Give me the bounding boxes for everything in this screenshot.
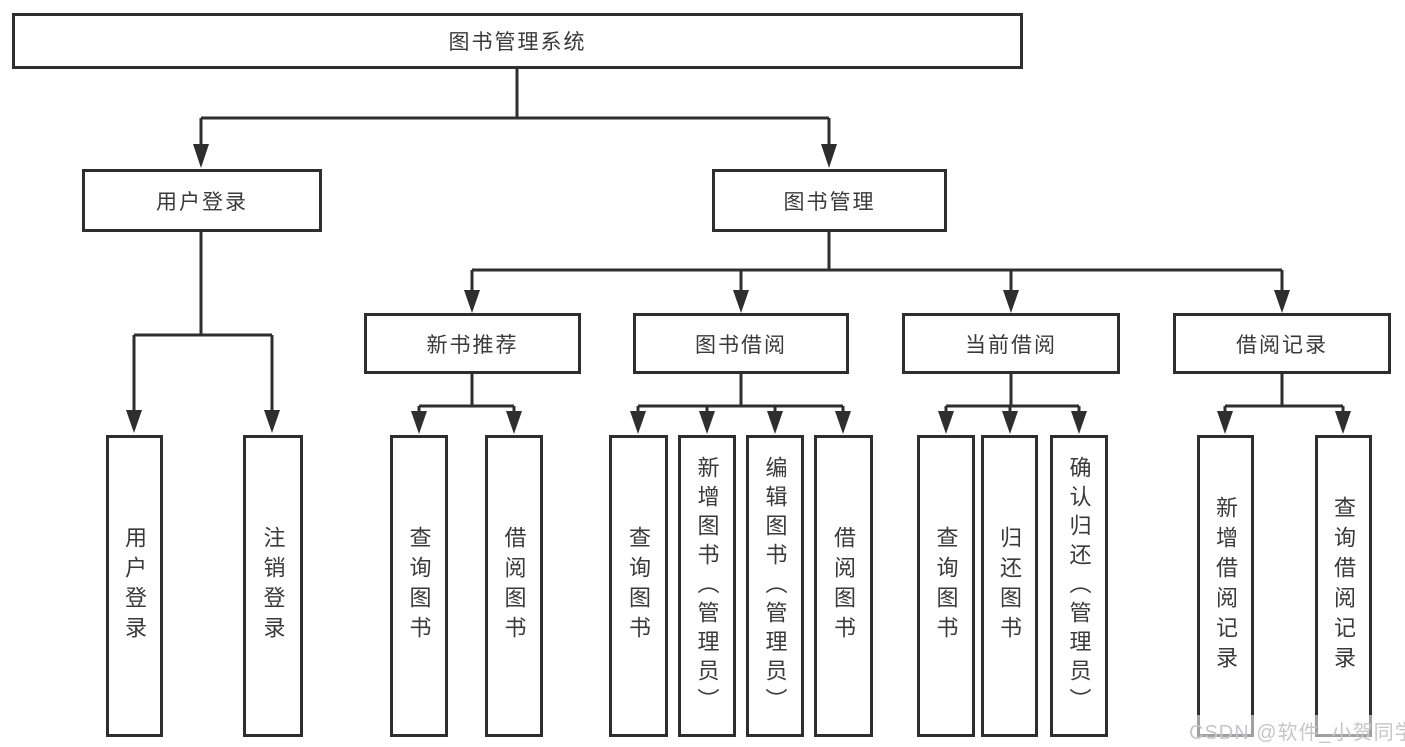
node-leaf-return-book: 归还图书	[981, 435, 1038, 737]
node-current-borrowing: 当前借阅	[902, 313, 1120, 374]
node-label: 用户登录	[156, 190, 248, 214]
node-user-login-group: 用户登录	[82, 169, 322, 232]
node-label: 查询图书	[626, 526, 652, 646]
node-borrow-records: 借阅记录	[1173, 313, 1391, 374]
node-label: 查询图书	[406, 526, 432, 646]
node-book-management: 图书管理	[712, 169, 947, 232]
node-root-system: 图书管理系统	[12, 13, 1023, 69]
node-leaf-confirm-return-admin: 确认归还（管理员）	[1050, 435, 1108, 737]
node-leaf-add-borrow-record: 新增借阅记录	[1197, 435, 1254, 737]
node-label: 查询图书	[933, 526, 959, 646]
node-label: 借阅记录	[1236, 333, 1328, 357]
node-label: 用户登录	[122, 526, 148, 646]
node-leaf-user-login: 用户登录	[106, 435, 163, 737]
node-leaf-logout: 注销登录	[243, 435, 303, 737]
node-label: 图书管理	[783, 190, 876, 214]
node-label: 新增借阅记录	[1213, 496, 1239, 676]
node-leaf-query-book-3: 查询图书	[917, 435, 975, 737]
node-label: 确认归还（管理员）	[1066, 455, 1092, 717]
node-label: 当前借阅	[965, 333, 1057, 357]
node-label: 查询借阅记录	[1331, 496, 1357, 676]
node-label: 归还图书	[997, 526, 1023, 646]
node-leaf-borrow-book-2: 借阅图书	[814, 435, 873, 737]
node-leaf-query-borrow-record: 查询借阅记录	[1315, 435, 1372, 737]
arrowheads	[126, 144, 1351, 434]
node-leaf-add-book-admin: 新增图书（管理员）	[678, 435, 736, 737]
node-label: 注销登录	[260, 526, 286, 646]
node-label: 借阅图书	[501, 526, 527, 646]
node-label: 借阅图书	[831, 526, 857, 646]
node-leaf-query-book-2: 查询图书	[609, 435, 668, 737]
node-leaf-edit-book-admin: 编辑图书（管理员）	[746, 435, 804, 737]
node-label: 新书推荐	[426, 333, 519, 357]
node-leaf-borrow-book-1: 借阅图书	[485, 435, 543, 737]
node-label: 编辑图书（管理员）	[762, 455, 788, 717]
node-book-borrowing: 图书借阅	[633, 313, 849, 374]
csdn-watermark: CSDN @软件_小贺同学	[1186, 715, 1405, 746]
node-label: 新增图书（管理员）	[694, 455, 720, 717]
node-leaf-query-book-1: 查询图书	[390, 435, 448, 737]
node-new-book-recommend: 新书推荐	[364, 313, 581, 374]
node-label: 图书管理系统	[448, 31, 587, 54]
node-label: 图书借阅	[695, 333, 787, 357]
